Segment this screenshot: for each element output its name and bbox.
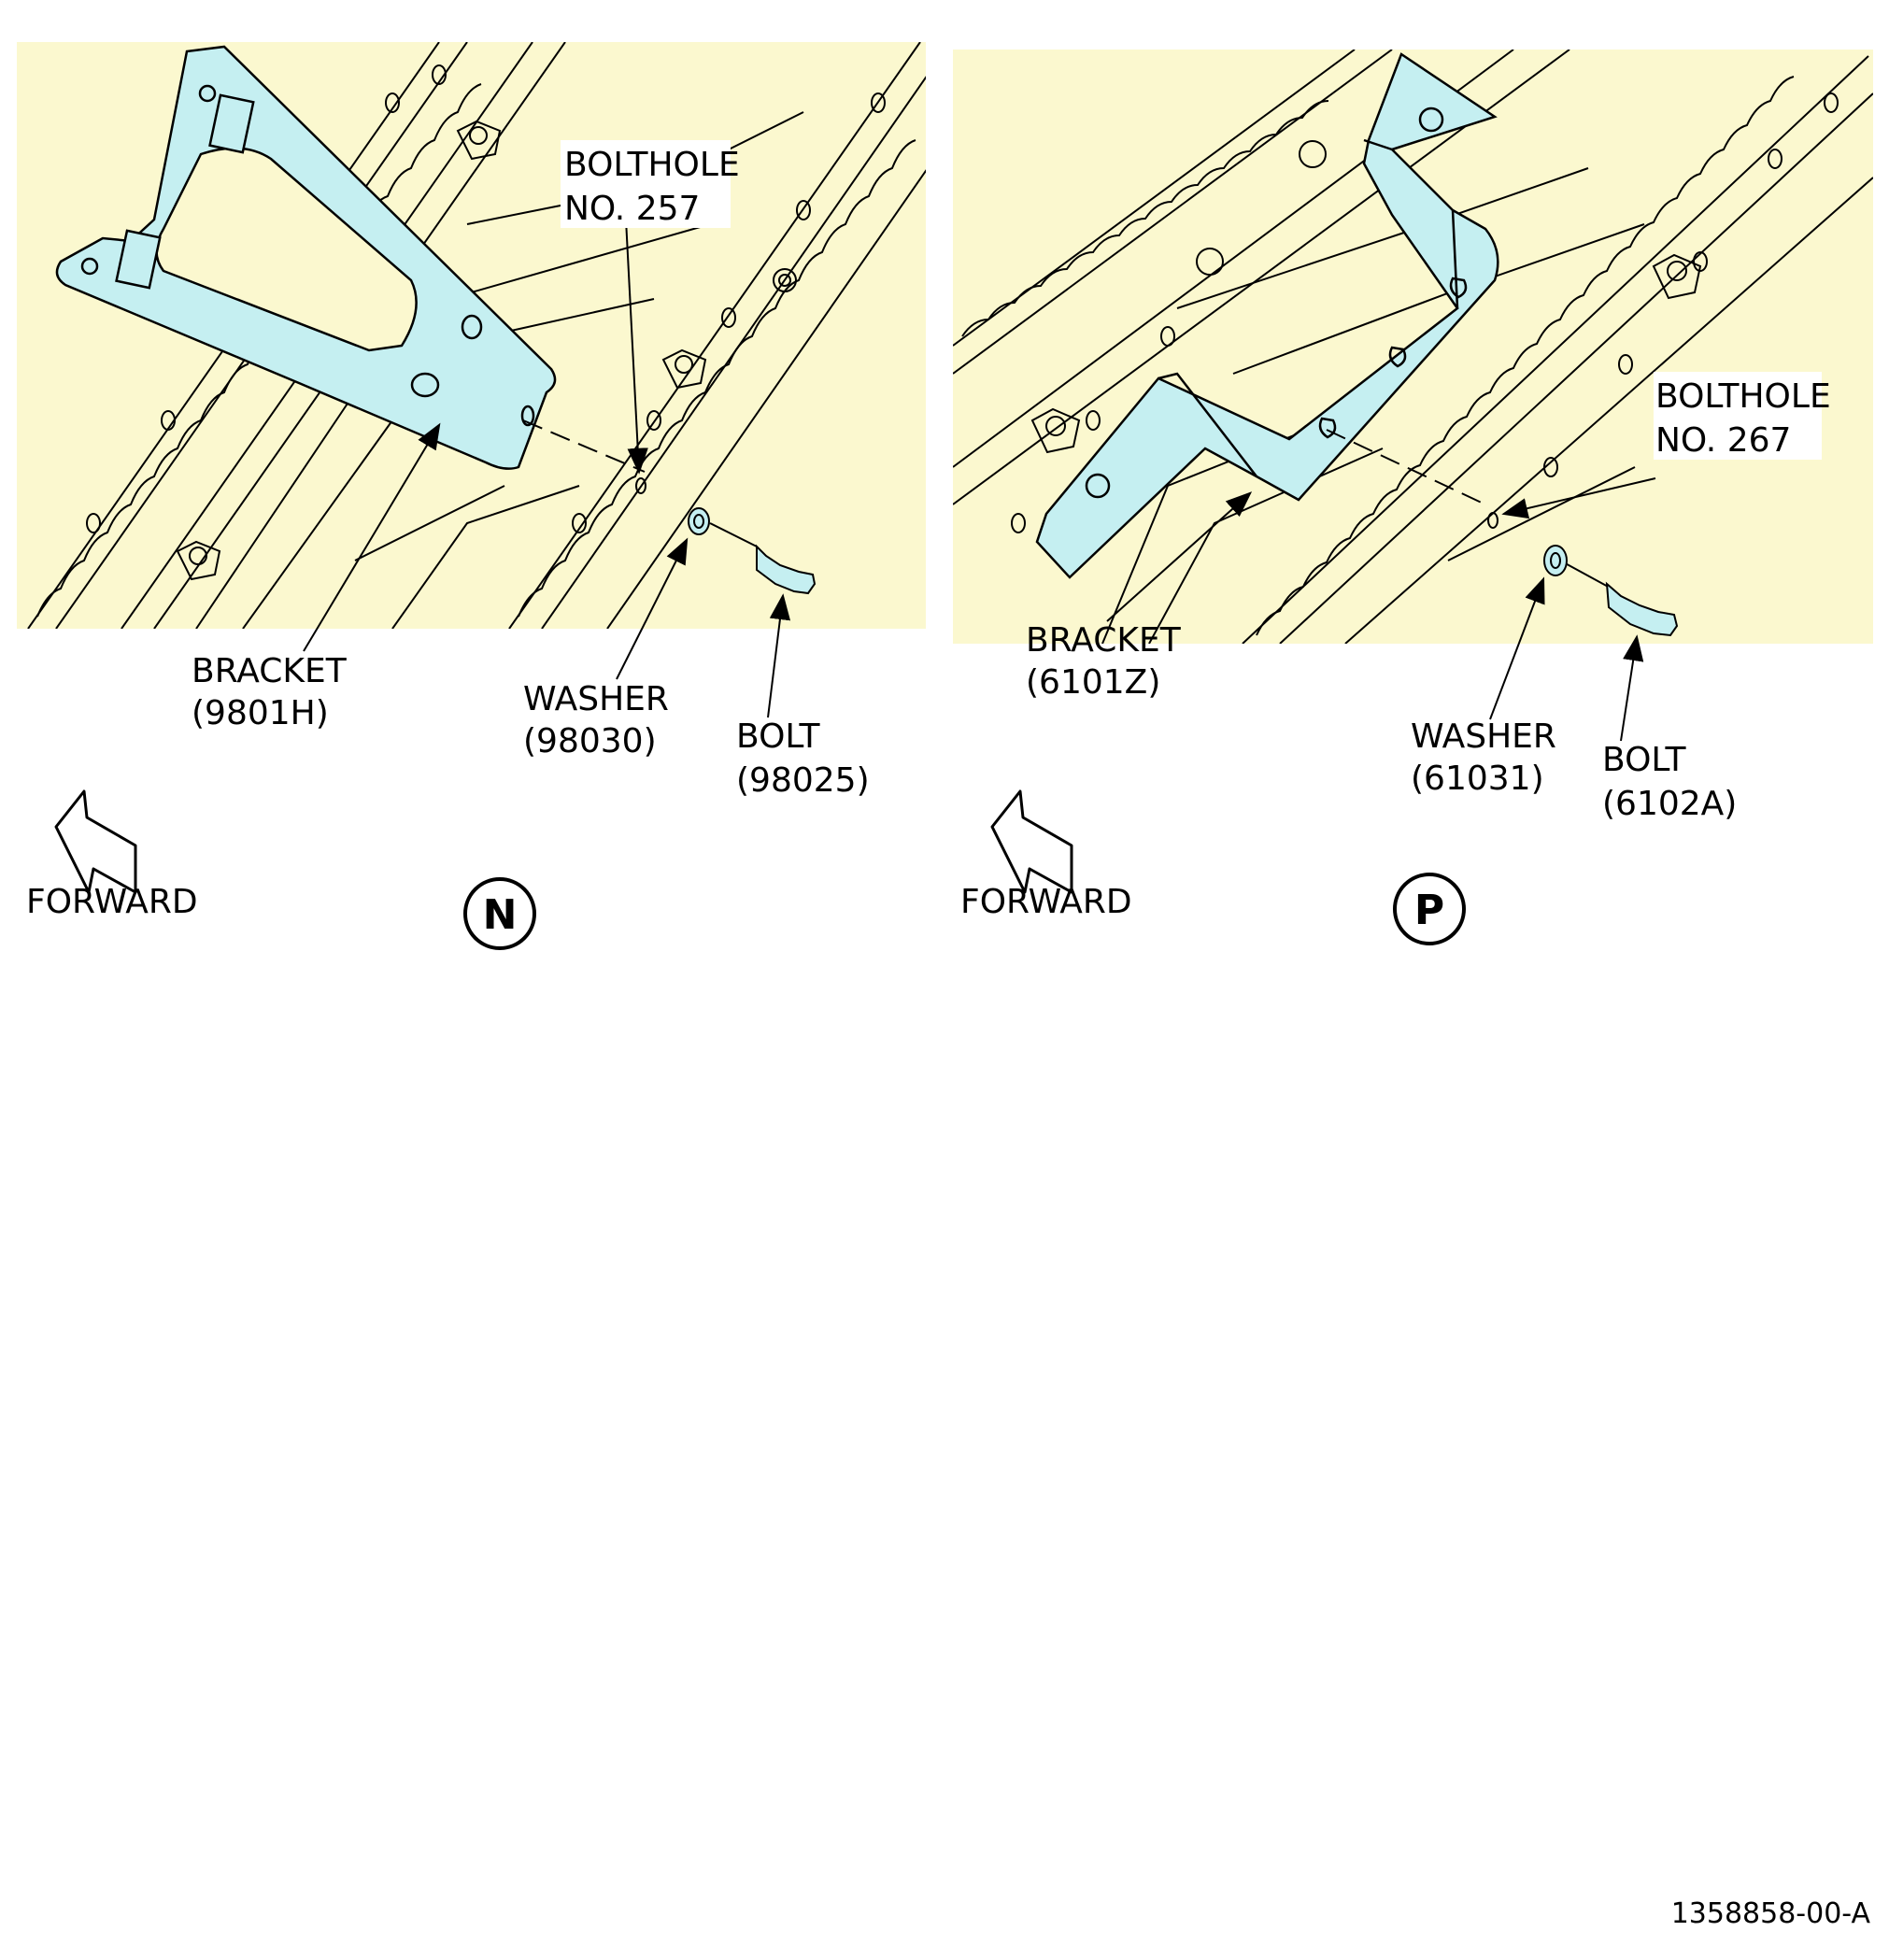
bolt-6102a	[1605, 581, 1679, 637]
view-p-badge	[1393, 873, 1466, 945]
leader-washer-61031	[1489, 576, 1545, 720]
forward-label: FORWARD	[26, 883, 198, 921]
bracket-6101z-label-line1: BRACKET	[1026, 621, 1182, 660]
view-p: BOLTHOLE NO. 267 BRACKET (6101Z) WASHER …	[953, 50, 1873, 945]
bracket-9801h	[55, 45, 557, 470]
bolt-98025-label-line1: BOLT	[736, 717, 821, 756]
view-n: BOLTHOLE NO. 257 BRACKET (9801H) WASHER …	[17, 42, 926, 950]
leader-bolt-98025	[767, 593, 791, 718]
bracket-6101z-label-line2: (6101Z)	[1026, 663, 1160, 702]
bolt-98025	[756, 544, 817, 595]
bolt-6102a-label-line2: (6102A)	[1602, 785, 1737, 823]
bolthole-267	[1487, 512, 1498, 529]
view-p-letter: P	[1414, 887, 1444, 934]
washer-98030-label-line2: (98030)	[523, 722, 657, 760]
bolthole-257-label-line2: NO. 257	[564, 190, 700, 228]
leader-bracket-6101z	[1106, 491, 1253, 622]
leader-washer-98030	[616, 537, 689, 680]
bolthole-257	[635, 477, 646, 494]
hardware-p	[1326, 429, 1679, 637]
leader-bolthole-257	[625, 219, 648, 475]
bracket-9801h-label-line1: BRACKET	[192, 652, 348, 690]
bracket-9801h-label-line2: (9801H)	[192, 694, 329, 732]
bolthole-257-label-line1: BOLTHOLE	[564, 146, 740, 184]
leader-bolthole-267	[1501, 477, 1656, 519]
washer-98030	[688, 507, 710, 535]
bolthole-267-label-line1: BOLTHOLE	[1655, 377, 1831, 416]
view-n-letter: N	[483, 891, 518, 939]
leader-bracket-9801h	[303, 422, 441, 652]
leader-bolt-6102a	[1620, 634, 1644, 742]
washer-61031-label-line2: (61031)	[1411, 760, 1544, 798]
forward-label: FORWARD	[960, 883, 1132, 921]
bolt-6102a-label-line1: BOLT	[1602, 741, 1687, 779]
view-n-badge	[463, 877, 536, 950]
forward-arrow-icon	[990, 789, 1073, 894]
bolthole-267-label-line2: NO. 267	[1655, 421, 1791, 460]
washer-61031-label-line1: WASHER	[1411, 717, 1556, 756]
forward-arrow-icon	[54, 789, 137, 894]
washer-98030-label-line1: WASHER	[523, 680, 669, 718]
drawing-number: 1358858-00-A	[1671, 1897, 1871, 1930]
washer-61031	[1543, 545, 1568, 576]
hardware-n	[522, 419, 817, 595]
bolt-98025-label-line2: (98025)	[736, 761, 870, 800]
bracket-6101z	[1035, 52, 1499, 579]
